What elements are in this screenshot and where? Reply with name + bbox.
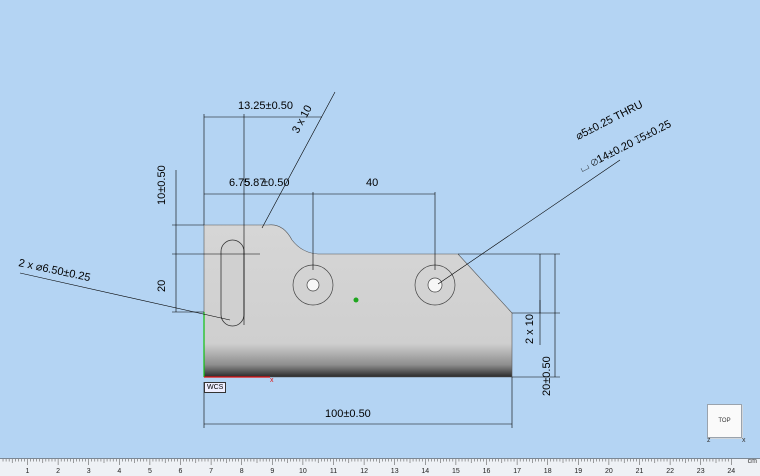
dim-hole-spacing[interactable]: 40 (366, 177, 378, 189)
view-cube[interactable]: TOP (707, 404, 742, 438)
ruler-label: 2 (56, 468, 60, 475)
ruler-label: 6 (179, 468, 183, 475)
ruler-unit: cm (747, 458, 757, 465)
ruler-label: 3 (87, 468, 91, 475)
ruler-label: 7 (209, 468, 213, 475)
ruler-label: 21 (636, 468, 644, 475)
ruler-label: 18 (544, 468, 552, 475)
dim-overlap-a[interactable]: 6.75 (229, 177, 250, 189)
ruler-label: 1 (26, 468, 30, 475)
ruler-label: 22 (666, 468, 674, 475)
wcs-label: WCS (204, 382, 227, 393)
ruler-label: 23 (697, 468, 705, 475)
ruler-label: 8 (240, 468, 244, 475)
ruler-label: 5 (148, 468, 152, 475)
wcs-x-marker: x (270, 377, 274, 384)
ruler-label: 20 (605, 468, 613, 475)
ruler-label: 12 (360, 468, 368, 475)
slot-feature[interactable] (220, 239, 245, 327)
ruler-label: 13 (391, 468, 399, 475)
dim-right-step[interactable]: 2 x 10 (524, 314, 536, 344)
ruler-label: 9 (270, 468, 274, 475)
dim-overlap-c[interactable]: ±0.50 (262, 177, 289, 189)
ruler-label: 24 (727, 468, 735, 475)
hole-left-thru[interactable] (306, 278, 320, 292)
drawing-canvas[interactable]: x 13.25±0.50 3 x 10 10±0.50 20 6.75 5.87… (0, 0, 760, 460)
ruler-label: 14 (421, 468, 429, 475)
dim-height-10[interactable]: 10±0.50 (156, 165, 168, 205)
ruler-label: 19 (574, 468, 582, 475)
dim-overall-width[interactable]: 100±0.50 (325, 408, 371, 420)
ruler-label: 10 (299, 468, 307, 475)
ruler-label: 16 (483, 468, 491, 475)
ruler-label: 17 (513, 468, 521, 475)
ruler-label: 15 (452, 468, 460, 475)
dim-overlap-b[interactable]: 5.87 (244, 177, 265, 189)
view-cube-z-label: z (707, 437, 711, 444)
dim-left-height[interactable]: 20 (156, 280, 168, 292)
dim-top-width[interactable]: 13.25±0.50 (238, 100, 293, 112)
dim-slot-count[interactable]: 3 x 10 (290, 103, 315, 135)
dim-hole-pair[interactable]: 2 x ⌀6.50±0.25 (17, 257, 91, 284)
part-center-dot (353, 297, 359, 303)
ruler-label: 11 (330, 468, 337, 475)
dim-right-height[interactable]: 20±0.50 (541, 356, 553, 396)
ruler-label: 4 (117, 468, 121, 475)
hole-right-thru[interactable] (427, 277, 443, 293)
view-cube-x-label: x (742, 437, 746, 444)
